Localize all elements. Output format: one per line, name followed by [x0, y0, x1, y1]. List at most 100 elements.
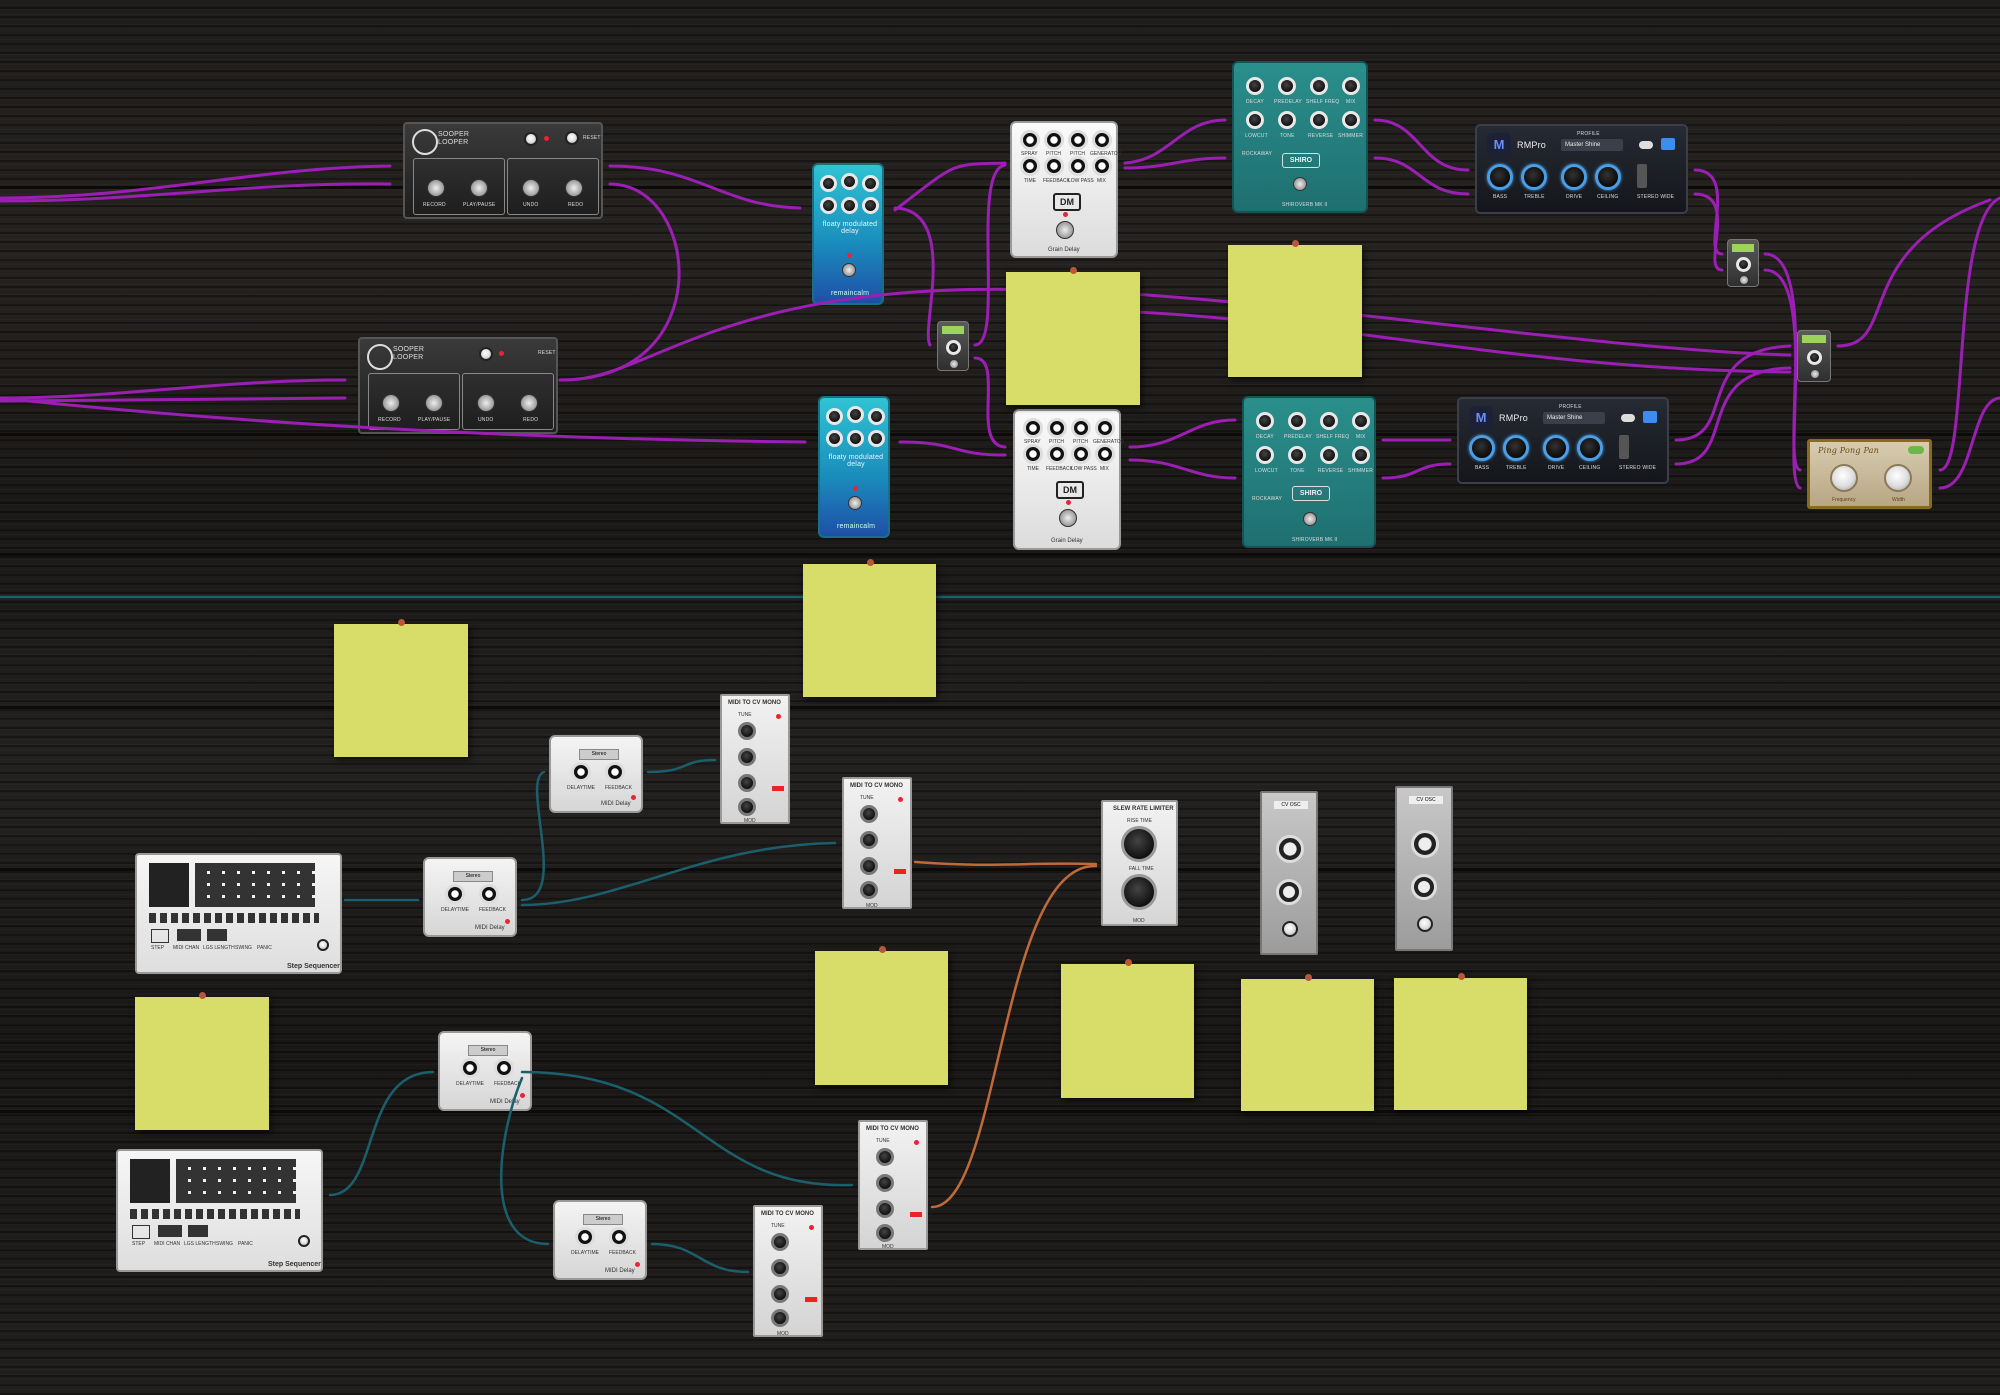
mididelay-preset[interactable]: Stereo	[583, 1214, 623, 1225]
delay-knob[interactable]	[820, 175, 837, 192]
cvosc-small-knob[interactable]	[1282, 921, 1298, 937]
cvosc-knob[interactable]	[1276, 879, 1302, 905]
cv-knob[interactable]	[738, 774, 756, 792]
stereo-switch[interactable]	[1637, 164, 1647, 188]
rmpro-2[interactable]: M RMPro PROFILE Master Shine BASS TREBLE…	[1457, 397, 1669, 484]
mididelay-preset[interactable]: Stereo	[453, 871, 493, 882]
stereo-switch[interactable]	[1619, 435, 1629, 459]
redo-footswitch[interactable]	[565, 179, 583, 197]
shiro-knob[interactable]	[1342, 77, 1360, 95]
grain-knob[interactable]	[1092, 130, 1112, 150]
mididelay-preset[interactable]: Stereo	[468, 1045, 508, 1056]
shiroverb-1[interactable]: DECAY PREDELAY SHELF FREQ MIX LOWCUT TON…	[1232, 61, 1368, 213]
shiro-knob[interactable]	[1288, 446, 1306, 464]
shiro-knob[interactable]	[1288, 412, 1306, 430]
delay-knob[interactable]	[847, 406, 864, 423]
rmpro-1[interactable]: M RMPro PROFILE Master Shine BASS TREBLE…	[1475, 124, 1688, 214]
grain-knob[interactable]	[1068, 156, 1088, 176]
pingpong-toggle[interactable]	[1908, 446, 1924, 454]
undo-footswitch[interactable]	[522, 179, 540, 197]
cv-knob[interactable]	[876, 1200, 894, 1218]
sticky-note[interactable]	[334, 619, 468, 757]
delay-footswitch[interactable]	[848, 496, 862, 510]
cv-knob[interactable]	[771, 1285, 789, 1303]
delaytime-knob[interactable]	[571, 762, 591, 782]
midi-delay-1[interactable]: Stereo DELAYTIME FEEDBACK MIDI Delay	[549, 735, 643, 813]
delay-knob[interactable]	[826, 430, 843, 447]
gain-knob[interactable]	[946, 340, 961, 355]
grain-delay-1[interactable]: SPRAY PITCH PITCH GENERATOR TIME FEEDBAC…	[1010, 121, 1121, 258]
step-sequencer-1[interactable]: STEP MIDI CHAN LGS LENGTH SWING PANIC St…	[135, 853, 342, 974]
midi-to-cv-3[interactable]: MIDI TO CV MONO TUNE MOD	[858, 1120, 928, 1250]
shiro-knob[interactable]	[1310, 77, 1328, 95]
shiro-knob[interactable]	[1352, 446, 1370, 464]
delay-knob[interactable]	[868, 408, 885, 425]
cv-knob[interactable]	[738, 722, 756, 740]
rmpro-power-button[interactable]	[1661, 138, 1675, 150]
grain-knob[interactable]	[1020, 130, 1040, 150]
seq-step-grid[interactable]	[176, 1159, 296, 1203]
record-footswitch[interactable]	[382, 394, 400, 412]
cv-knob[interactable]	[738, 748, 756, 766]
midi-to-cv-2[interactable]: MIDI TO CV MONO TUNE MOD	[842, 777, 912, 909]
drive-knob[interactable]	[1561, 164, 1587, 190]
seq-midi-chan[interactable]	[158, 1225, 182, 1237]
cv-knob[interactable]	[876, 1224, 894, 1242]
sticky-note[interactable]	[1006, 267, 1140, 405]
shiro-knob[interactable]	[1256, 412, 1274, 430]
ceiling-knob[interactable]	[1595, 164, 1621, 190]
shiro-footswitch[interactable]	[1303, 512, 1317, 526]
cv-knob[interactable]	[876, 1148, 894, 1166]
delay-knob[interactable]	[820, 197, 837, 214]
mini-gain-pedal-2[interactable]	[1727, 239, 1759, 287]
cv-knob[interactable]	[738, 798, 756, 816]
ping-pong-pan[interactable]: Ping Pong Pan Frequency Width	[1807, 439, 1932, 509]
shiro-knob[interactable]	[1320, 412, 1338, 430]
delay-knob[interactable]	[847, 430, 864, 447]
grain-knob[interactable]	[1020, 156, 1040, 176]
rmpro-toggle[interactable]	[1621, 414, 1635, 422]
sticky-note[interactable]	[1394, 973, 1527, 1110]
delaytime-knob[interactable]	[445, 884, 465, 904]
cv-knob[interactable]	[860, 857, 878, 875]
sticky-note[interactable]	[135, 992, 269, 1130]
shiro-knob[interactable]	[1320, 446, 1338, 464]
cv-knob[interactable]	[876, 1174, 894, 1192]
shiro-knob[interactable]	[1342, 111, 1360, 129]
seq-step-grid[interactable]	[195, 863, 315, 907]
shiro-knob[interactable]	[1278, 111, 1296, 129]
feedback-knob[interactable]	[609, 1227, 629, 1247]
drive-knob[interactable]	[1543, 435, 1569, 461]
cvosc-knob[interactable]	[1411, 874, 1437, 900]
fall-knob[interactable]	[1121, 874, 1157, 910]
grain-knob[interactable]	[1095, 418, 1115, 438]
mini-gain-pedal-3[interactable]	[1797, 330, 1831, 382]
cv-osc-1[interactable]: CV OSC	[1260, 791, 1318, 955]
sticky-note[interactable]	[1241, 974, 1374, 1111]
floaty-delay-2[interactable]: floaty modulated delay remaincalm	[818, 396, 890, 538]
looper-toggle[interactable]	[524, 132, 538, 146]
profile-select[interactable]: Master Shine	[1561, 139, 1623, 151]
grain-knob[interactable]	[1023, 444, 1043, 464]
cv-knob[interactable]	[860, 881, 878, 899]
bass-knob[interactable]	[1469, 435, 1495, 461]
delay-knob[interactable]	[862, 175, 879, 192]
gain-knob[interactable]	[1807, 350, 1822, 365]
delay-knob[interactable]	[868, 430, 885, 447]
rise-knob[interactable]	[1121, 826, 1157, 862]
shiro-knob[interactable]	[1246, 111, 1264, 129]
cvosc-knob[interactable]	[1411, 830, 1439, 858]
cvosc-knob[interactable]	[1276, 835, 1304, 863]
grain-knob[interactable]	[1068, 130, 1088, 150]
ceiling-knob[interactable]	[1577, 435, 1603, 461]
delay-knob[interactable]	[862, 197, 879, 214]
sticky-note[interactable]	[803, 559, 936, 697]
looper-toggle[interactable]	[479, 347, 493, 361]
cv-knob[interactable]	[860, 831, 878, 849]
feedback-knob[interactable]	[494, 1058, 514, 1078]
sooper-looper-1[interactable]: SOOPER LOOPER RESET RECORD PLAY/PAUSE UN…	[403, 122, 603, 219]
cv-knob[interactable]	[860, 805, 878, 823]
feedback-knob[interactable]	[479, 884, 499, 904]
shiro-knob[interactable]	[1310, 111, 1328, 129]
step-sequencer-2[interactable]: STEP MIDI CHAN LGS LENGTH SWING PANIC St…	[116, 1149, 323, 1272]
